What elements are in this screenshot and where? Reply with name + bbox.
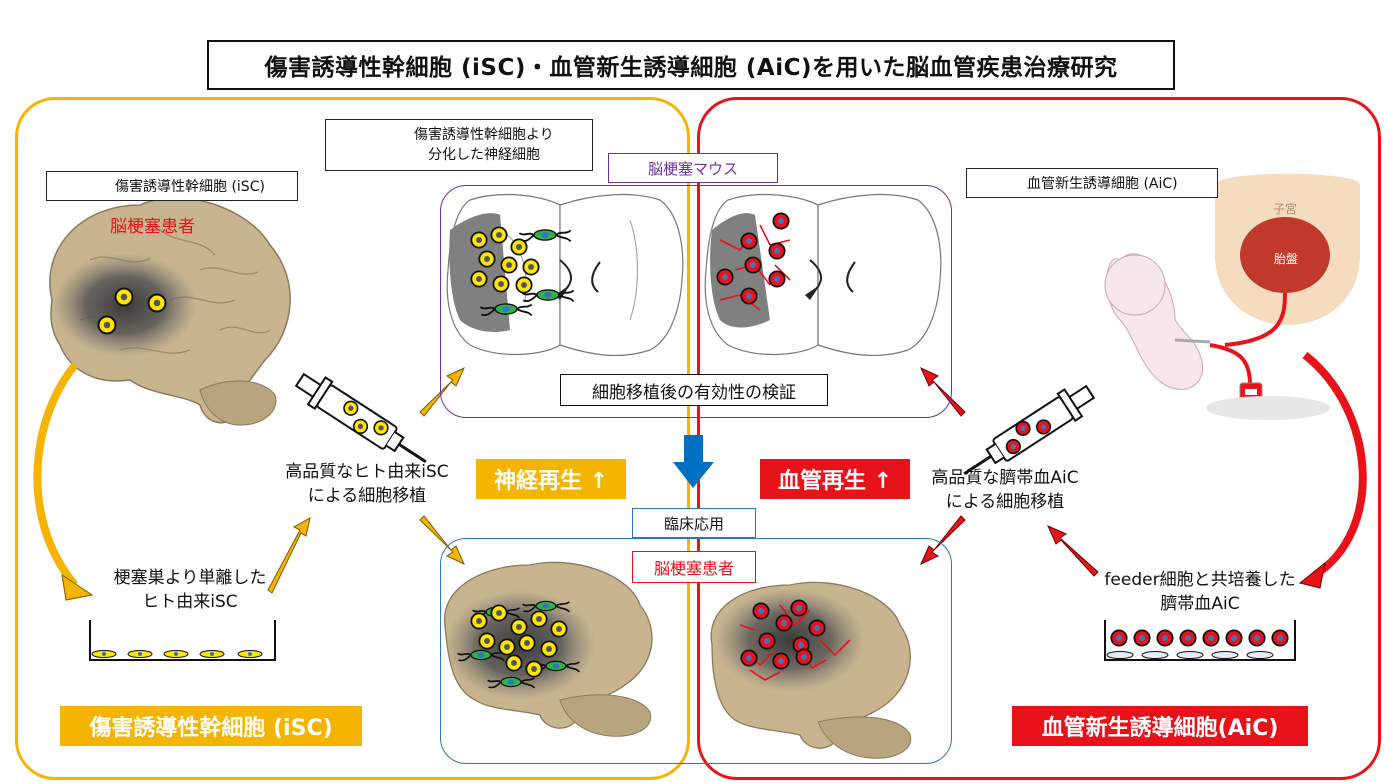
isc-bottom-badge: 傷害誘導性幹細胞 (iSC) (60, 706, 362, 746)
aic-transplant-text: 高品質な臍帯血AiC による細胞移植 (910, 466, 1100, 514)
vascular-regeneration-badge: 血管再生 ↑ (760, 459, 910, 499)
isolated-isc-line2: ヒト由来iSC (142, 592, 238, 612)
isc-transplant-line1: 高品質なヒト由来iSC (285, 462, 449, 482)
uterus-label: 子宮 (1273, 202, 1298, 216)
mouse-experiment-box (440, 185, 952, 418)
isolated-isc-text: 梗塞巣より単離した ヒト由来iSC (95, 566, 285, 614)
clinical-application-box (440, 538, 952, 764)
curved-arrow-right (1302, 351, 1367, 579)
neuron-legend: 傷害誘導性幹細胞より 分化した神経細胞 (325, 119, 593, 171)
clinical-brain-aic (710, 581, 912, 759)
placenta-label: 胎盤 (1274, 252, 1299, 266)
patient-label-left: 脳梗塞患者 (110, 217, 195, 237)
clinical-label: 臨床応用 (632, 508, 756, 538)
culture-dish-right (1104, 620, 1296, 661)
isc-legend-label: 傷害誘導性幹細胞 (iSC) (115, 179, 265, 195)
neuro-regeneration-badge: 神経再生 ↑ (476, 459, 626, 499)
mouse-label: 脳梗塞マウス (608, 153, 778, 183)
isc-transplant-line2: による細胞移植 (307, 486, 427, 506)
feeder-text: feeder細胞と共培養した 臍帯血AiC (1085, 568, 1315, 616)
patient-label-center: 脳梗塞患者 (632, 551, 756, 583)
neuron-legend-line2: 分化した神経細胞 (428, 147, 540, 163)
feeder-line1: feeder細胞と共培養した (1104, 570, 1296, 590)
aic-legend: 血管新生誘導細胞 (AiC) (966, 168, 1218, 198)
syringe-left (294, 372, 427, 463)
isc-legend: 傷害誘導性幹細胞 (iSC) (46, 171, 298, 201)
mouse-brain-isc (446, 193, 684, 357)
verification-label: 細胞移植後の有効性の検証 (560, 374, 828, 406)
page-title: 傷害誘導性幹細胞 (iSC)・血管新生誘導細胞 (AiC)を用いた脳血管疾患治療… (207, 40, 1175, 90)
syringe-right (963, 384, 1096, 475)
blue-down-arrow (673, 435, 714, 488)
isc-transplant-text: 高品質なヒト由来iSC による細胞移植 (272, 460, 462, 508)
aic-transplant-line1: 高品質な臍帯血AiC (931, 468, 1079, 488)
isolated-isc-line1: 梗塞巣より単離した (113, 568, 267, 588)
patient-brain-left (49, 197, 291, 426)
mouse-brain-aic (704, 193, 942, 357)
clinical-brain-isc (444, 561, 653, 737)
aic-bottom-badge: 血管新生誘導細胞(AiC) (1012, 706, 1308, 746)
aic-legend-label: 血管新生誘導細胞 (AiC) (1027, 176, 1178, 192)
culture-dish-left (89, 620, 276, 661)
aic-transplant-line2: による細胞移植 (945, 492, 1065, 512)
fetus-uterus-illustration (1104, 173, 1360, 420)
neuron-legend-line1: 傷害誘導性幹細胞より (414, 127, 554, 143)
curved-arrow-left (33, 362, 79, 588)
feeder-line2: 臍帯血AiC (1160, 594, 1240, 614)
